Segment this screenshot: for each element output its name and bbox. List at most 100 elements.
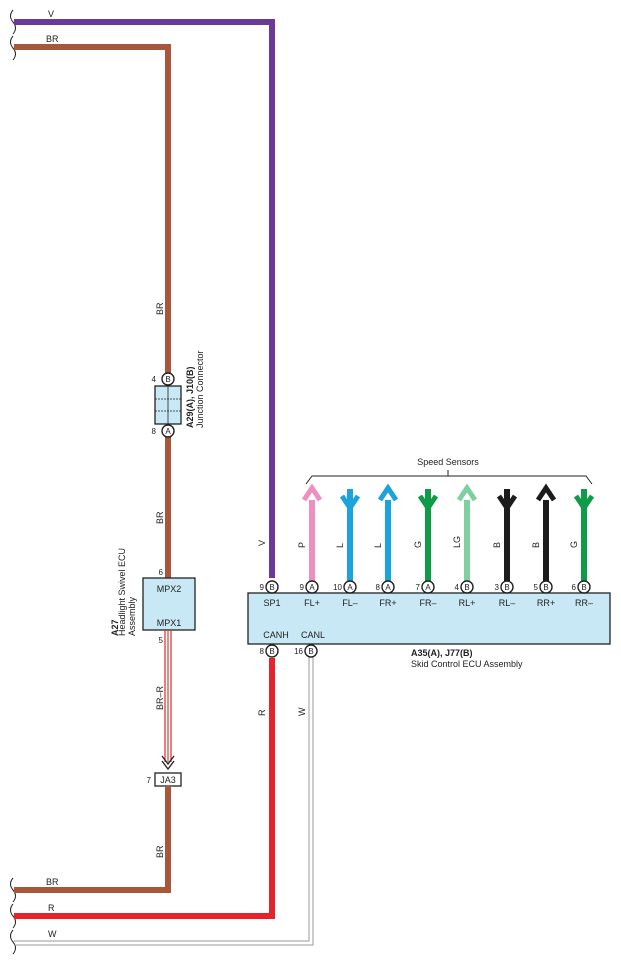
wire-label-br-r: BR–R [155, 685, 165, 710]
skid-bottom-badge-1 [304, 644, 318, 658]
sensor-wire-label-7: B [531, 542, 541, 548]
skid-pin-number-8: 6 [572, 583, 577, 592]
skid-bottom-number-1: 16 [294, 647, 303, 656]
wire-label-w-vertical: W [297, 707, 307, 716]
skid-pin-term-0: SP1 [263, 598, 280, 608]
headlight-ecu-desc-line2: Assembly [127, 596, 137, 636]
wire-label-w-bottom: W [48, 929, 57, 939]
break-mark-v [10, 9, 16, 35]
speed-sensors-bracket: Speed Sensors [305, 457, 593, 485]
sensor-arrow-down-6 [496, 494, 518, 513]
skid-pin-badge-7 [539, 580, 553, 594]
break-mark-w [10, 929, 16, 955]
sensor-arrow-up-5 [456, 483, 478, 502]
junction-desc: Junction Connector [195, 350, 205, 428]
skid-pin-tag-0: B [269, 583, 274, 592]
skid-pin-badge-0 [265, 580, 279, 594]
skid-pin-tag-6: B [504, 583, 509, 592]
wire-label-br-vertical-3: BR [155, 845, 165, 858]
wire-label-r-vertical: R [257, 709, 267, 716]
skid-ecu-box [247, 592, 611, 645]
wire-label-br-vertical-2: BR [155, 511, 165, 524]
sensor-arrow-down-8 [573, 494, 595, 513]
wire-break-marks [10, 9, 16, 955]
skid-bottom-tag-0: B [269, 647, 274, 656]
junction-pin-bottom-tag: A [165, 427, 171, 436]
speed-sensors-label: Speed Sensors [417, 457, 479, 467]
junction-connector: B 4 A 8 A29(A), J10(B) Junction Connecto… [152, 350, 205, 438]
ja3-pin: 7 [147, 776, 152, 785]
wire-v [14, 19, 275, 578]
skid-pin-badge-6 [500, 580, 514, 594]
headlight-ecu-pin-top: 6 [159, 568, 164, 577]
skid-pin-badge-5 [460, 580, 474, 594]
wire-w [14, 656, 314, 946]
junction-pin-top-tag: B [165, 375, 170, 384]
skid-bottom-badge-0 [265, 644, 279, 658]
skid-pin-term-2: FL– [342, 598, 358, 608]
skid-ecu-top-pins: B9SP1A9FL+A10FL–A8FR+A7FR–B4RL+B3RL–B5RR… [260, 580, 593, 608]
headlight-ecu-pin-bottom: 5 [159, 636, 164, 645]
break-mark-br-bottom [10, 877, 16, 903]
skid-pin-badge-4 [421, 580, 435, 594]
skid-ecu-name: A35(A), J77(B) [411, 648, 473, 658]
wire-label-v-top: V [48, 9, 54, 19]
skid-pin-badge-2 [343, 580, 357, 594]
wire-r [14, 658, 275, 919]
ja3-arrow-2 [161, 760, 175, 771]
skid-pin-tag-2: A [347, 583, 353, 592]
wire-label-br-bottom: BR [46, 877, 59, 887]
skid-pin-number-7: 5 [534, 583, 539, 592]
skid-pin-tag-3: A [385, 583, 391, 592]
sensor-arrow-up-1 [301, 483, 323, 502]
skid-pin-tag-8: B [581, 583, 586, 592]
skid-pin-term-8: RR– [575, 598, 593, 608]
sensor-wire-label-2: L [335, 543, 345, 548]
junction-pin-top-number: 4 [152, 375, 157, 384]
skid-pin-number-3: 8 [376, 583, 381, 592]
wire-label-br-vertical-1: BR [155, 302, 165, 315]
skid-bottom-term-0: CANH [263, 630, 289, 640]
wire-br-top [14, 44, 171, 374]
junction-pin-bottom-number: 8 [152, 427, 157, 436]
wire-label-v-vertical: V [257, 540, 267, 546]
sensor-wire-label-3: L [373, 543, 383, 548]
ja3-connector: JA3 7 [147, 772, 182, 787]
sensor-wire-label-4: G [413, 541, 423, 548]
wire-br-r: BR–R [155, 630, 175, 771]
sensor-wire-label-5: LG [452, 536, 462, 548]
sensor-arrow-down-2 [339, 494, 361, 513]
headlight-ecu-term-mpx2: MPX2 [157, 584, 182, 594]
skid-pin-number-4: 7 [416, 583, 421, 592]
sensor-arrow-down-4 [417, 494, 439, 513]
skid-pin-number-0: 9 [260, 583, 265, 592]
skid-pin-term-6: RL– [499, 598, 516, 608]
skid-bottom-tag-1: B [308, 647, 313, 656]
break-mark-r [10, 903, 16, 929]
skid-bottom-term-1: CANL [301, 630, 325, 640]
headlight-ecu-box [142, 577, 196, 631]
sensor-arrow-up-7 [535, 483, 557, 502]
skid-pin-term-3: FR+ [379, 598, 396, 608]
skid-pin-term-1: FL+ [304, 598, 320, 608]
skid-pin-badge-3 [381, 580, 395, 594]
skid-pin-term-4: FR– [419, 598, 436, 608]
skid-pin-term-5: RL+ [459, 598, 476, 608]
junction-pin-a-badge [161, 424, 175, 438]
junction-pin-b-badge [161, 372, 175, 386]
skid-pin-tag-1: A [309, 583, 315, 592]
skid-pin-number-5: 4 [455, 583, 460, 592]
sensor-arrow-up-3 [377, 483, 399, 502]
skid-ecu-desc: Skid Control ECU Assembly [411, 659, 523, 669]
headlight-swivel-ecu: 6 MPX2 MPX1 5 A27 Headlight Swivel ECU A… [110, 548, 196, 645]
break-mark-br-top [10, 35, 16, 61]
wire-br-bottom [14, 786, 171, 893]
headlight-ecu-code: A27 [110, 619, 120, 636]
wire-label-br-top: BR [46, 34, 59, 44]
skid-bottom-number-0: 8 [260, 647, 265, 656]
bracket-line [305, 475, 593, 485]
skid-pin-badge-1 [305, 580, 319, 594]
skid-pin-tag-5: B [464, 583, 469, 592]
